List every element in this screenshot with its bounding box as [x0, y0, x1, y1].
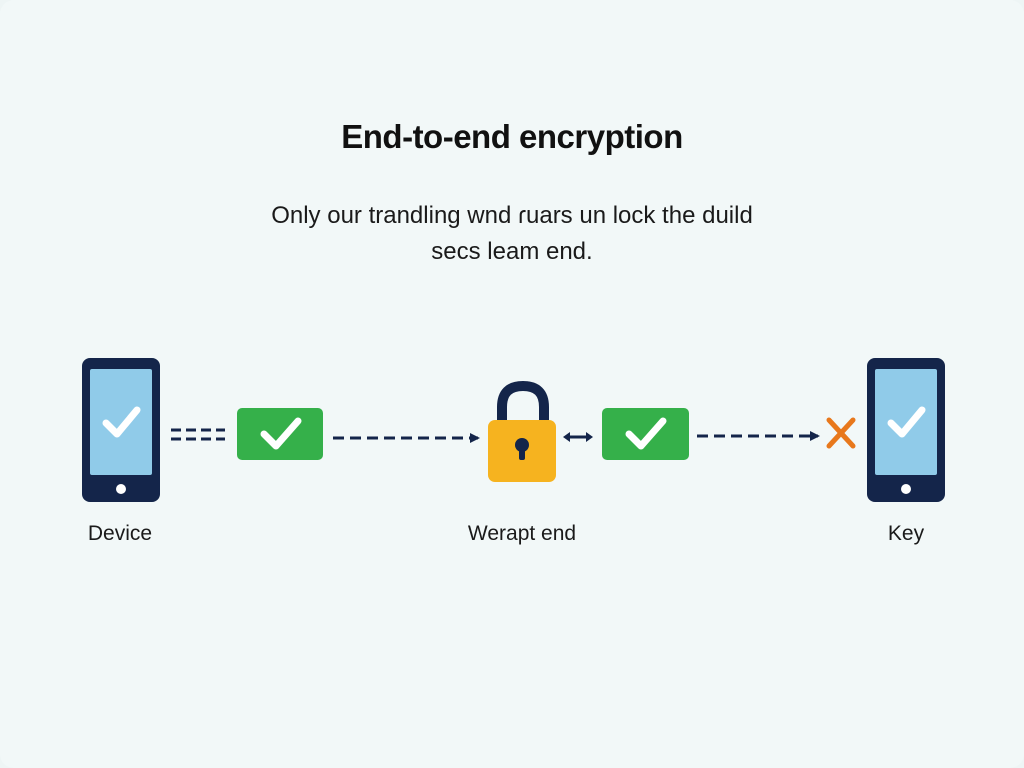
signal-dashes: [171, 428, 225, 441]
bidirectional-arrow: [563, 432, 593, 442]
subtitle: Only our trandling wnd ɾuars un lock the…: [212, 198, 812, 270]
device-label: Device: [87, 522, 153, 545]
phone-icon: [82, 358, 160, 502]
subtitle-line-2: secs leam end.: [431, 238, 593, 265]
subtitle-line-1: Only our trandling wnd ɾuars un lock the…: [271, 202, 753, 229]
page-title: End-to-end encryption: [341, 118, 683, 155]
check-badge-icon: [602, 408, 689, 460]
phone-icon: [867, 358, 945, 502]
key-label: Key: [887, 522, 925, 545]
lock-label: Werapt end: [467, 522, 577, 545]
check-badge-icon: [237, 408, 323, 460]
x-mark-icon: [826, 417, 856, 449]
encryption-flow-diagram: [82, 358, 945, 502]
padlock-icon: [488, 380, 556, 482]
